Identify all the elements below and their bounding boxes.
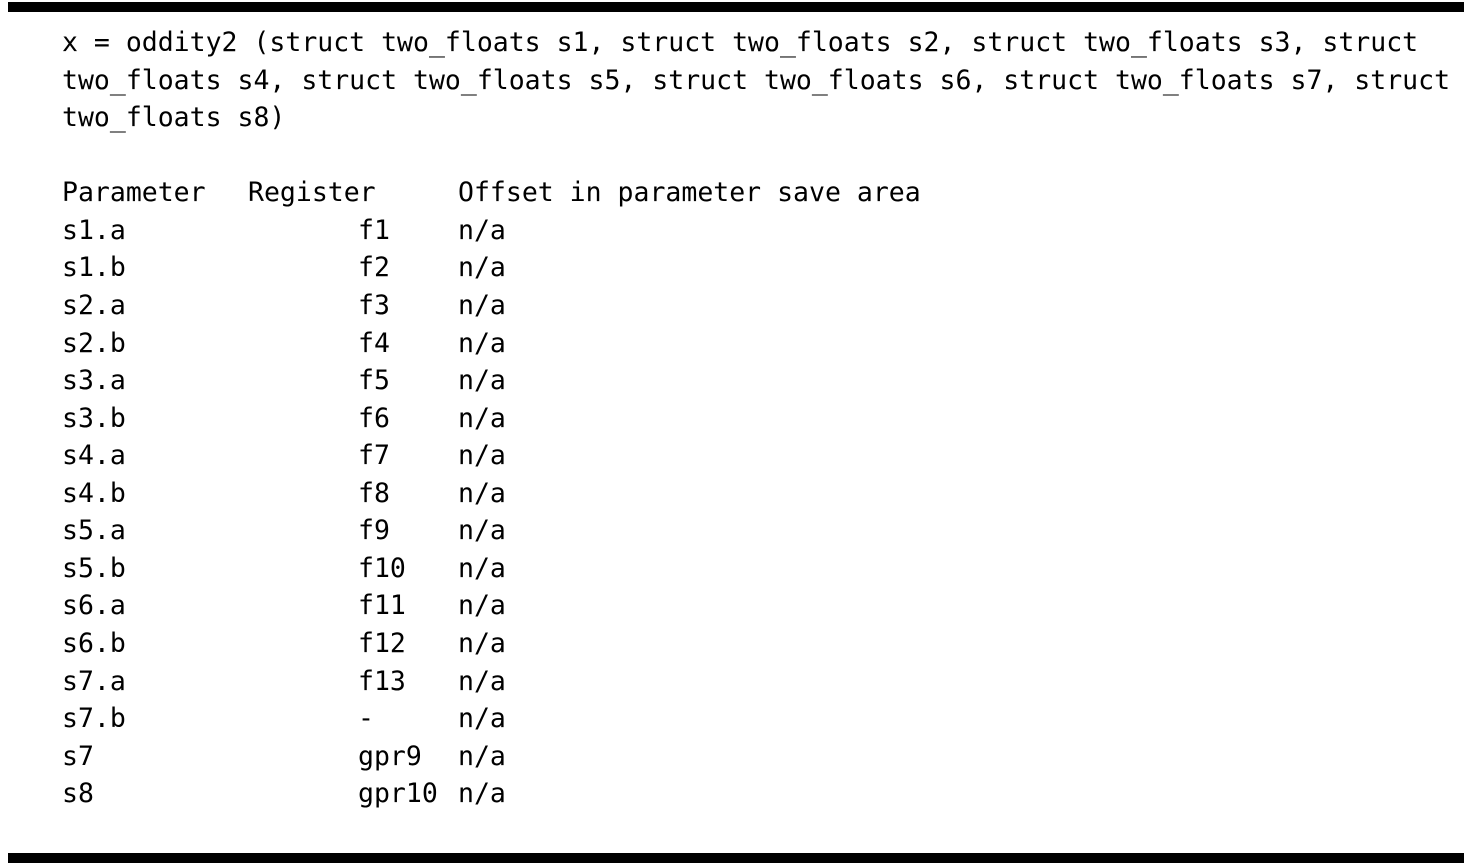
- register-cell: f6: [358, 402, 390, 434]
- param-cell: s3.b: [62, 402, 126, 434]
- offset-cell: n/a: [458, 778, 506, 810]
- register-cell: f13: [358, 665, 406, 697]
- param-cell: s1.a: [62, 214, 126, 246]
- param-cell: s4.a: [62, 440, 126, 472]
- table-row: s3.b f6 n/a: [62, 400, 1464, 438]
- param-cell: s8: [62, 778, 94, 810]
- table-row: s8 gpr10 n/a: [62, 775, 1464, 813]
- offset-cell: n/a: [458, 214, 506, 246]
- table-row: s7.a f13 n/a: [62, 663, 1464, 701]
- table-row: s2.a f3 n/a: [62, 287, 1464, 325]
- register-cell: gpr10: [358, 778, 438, 810]
- table-row: s2.b f4 n/a: [62, 325, 1464, 363]
- blank-line: [62, 137, 1464, 175]
- table-header-row: Parameter Register Offset in parameter s…: [62, 174, 1464, 212]
- table-row: s6.b f12 n/a: [62, 625, 1464, 663]
- code-signature-line-2: two_floats s4, struct two_floats s5, str…: [62, 64, 1451, 96]
- param-cell: s1.b: [62, 252, 126, 284]
- offset-cell: n/a: [458, 628, 506, 659]
- param-cell: s6.b: [62, 628, 126, 659]
- offset-cell: n/a: [458, 327, 506, 359]
- table-row: s1.b f2 n/a: [62, 249, 1464, 287]
- table-row: s3.a f5 n/a: [62, 362, 1464, 400]
- param-cell: s4.b: [62, 477, 126, 509]
- register-cell: f1: [358, 214, 390, 246]
- offset-cell: n/a: [458, 402, 506, 434]
- register-cell: -: [358, 703, 374, 735]
- register-cell: f3: [358, 289, 390, 321]
- register-cell: gpr9: [358, 740, 422, 772]
- param-cell: s5.b: [62, 552, 126, 584]
- table-row: s6.a f11 n/a: [62, 587, 1464, 625]
- register-cell: f10: [358, 552, 406, 584]
- param-cell: s7.a: [62, 665, 126, 697]
- param-cell: s2.a: [62, 289, 126, 321]
- offset-cell: n/a: [458, 252, 506, 284]
- offset-cell: n/a: [458, 477, 506, 509]
- param-cell: s6.a: [62, 590, 126, 622]
- offset-cell: n/a: [458, 515, 506, 547]
- register-cell: f12: [358, 628, 406, 659]
- offset-cell: n/a: [458, 289, 506, 321]
- page-content: x = oddity2 (struct two_floats s1, struc…: [62, 24, 1464, 813]
- code-signature-line-3: two_floats s8): [62, 102, 286, 134]
- offset-cell: n/a: [458, 703, 506, 735]
- table-row: s4.a f7 n/a: [62, 437, 1464, 475]
- offset-cell: n/a: [458, 590, 506, 622]
- column-header-parameter: Parameter: [62, 177, 206, 209]
- register-cell: f8: [358, 477, 390, 509]
- offset-cell: n/a: [458, 440, 506, 472]
- register-cell: f9: [358, 515, 390, 547]
- register-cell: f4: [358, 327, 390, 359]
- table-row: s1.a f1 n/a: [62, 212, 1464, 250]
- param-cell: s7: [62, 740, 94, 772]
- param-cell: s3.a: [62, 365, 126, 397]
- param-cell: s5.a: [62, 515, 126, 547]
- param-cell: s7.b: [62, 703, 126, 735]
- offset-cell: n/a: [458, 740, 506, 772]
- offset-cell: n/a: [458, 552, 506, 584]
- register-cell: f2: [358, 252, 390, 284]
- table-row: s7 gpr9 n/a: [62, 738, 1464, 776]
- top-rule: [8, 2, 1464, 12]
- offset-cell: n/a: [458, 365, 506, 397]
- table-row: s5.a f9 n/a: [62, 512, 1464, 550]
- bottom-rule: [8, 853, 1464, 863]
- table-row: s5.b f10 n/a: [62, 550, 1464, 588]
- table-row: s7.b - n/a: [62, 700, 1464, 738]
- register-cell: f7: [358, 440, 390, 472]
- register-cell: f5: [358, 365, 390, 397]
- offset-cell: n/a: [458, 665, 506, 697]
- table-row: s4.b f8 n/a: [62, 475, 1464, 513]
- column-header-offset: Offset in parameter save area: [458, 177, 921, 209]
- column-header-register: Register: [248, 177, 376, 209]
- register-cell: f11: [358, 590, 406, 622]
- code-signature-line-1: x = oddity2 (struct two_floats s1, struc…: [62, 27, 1419, 58]
- param-cell: s2.b: [62, 327, 126, 359]
